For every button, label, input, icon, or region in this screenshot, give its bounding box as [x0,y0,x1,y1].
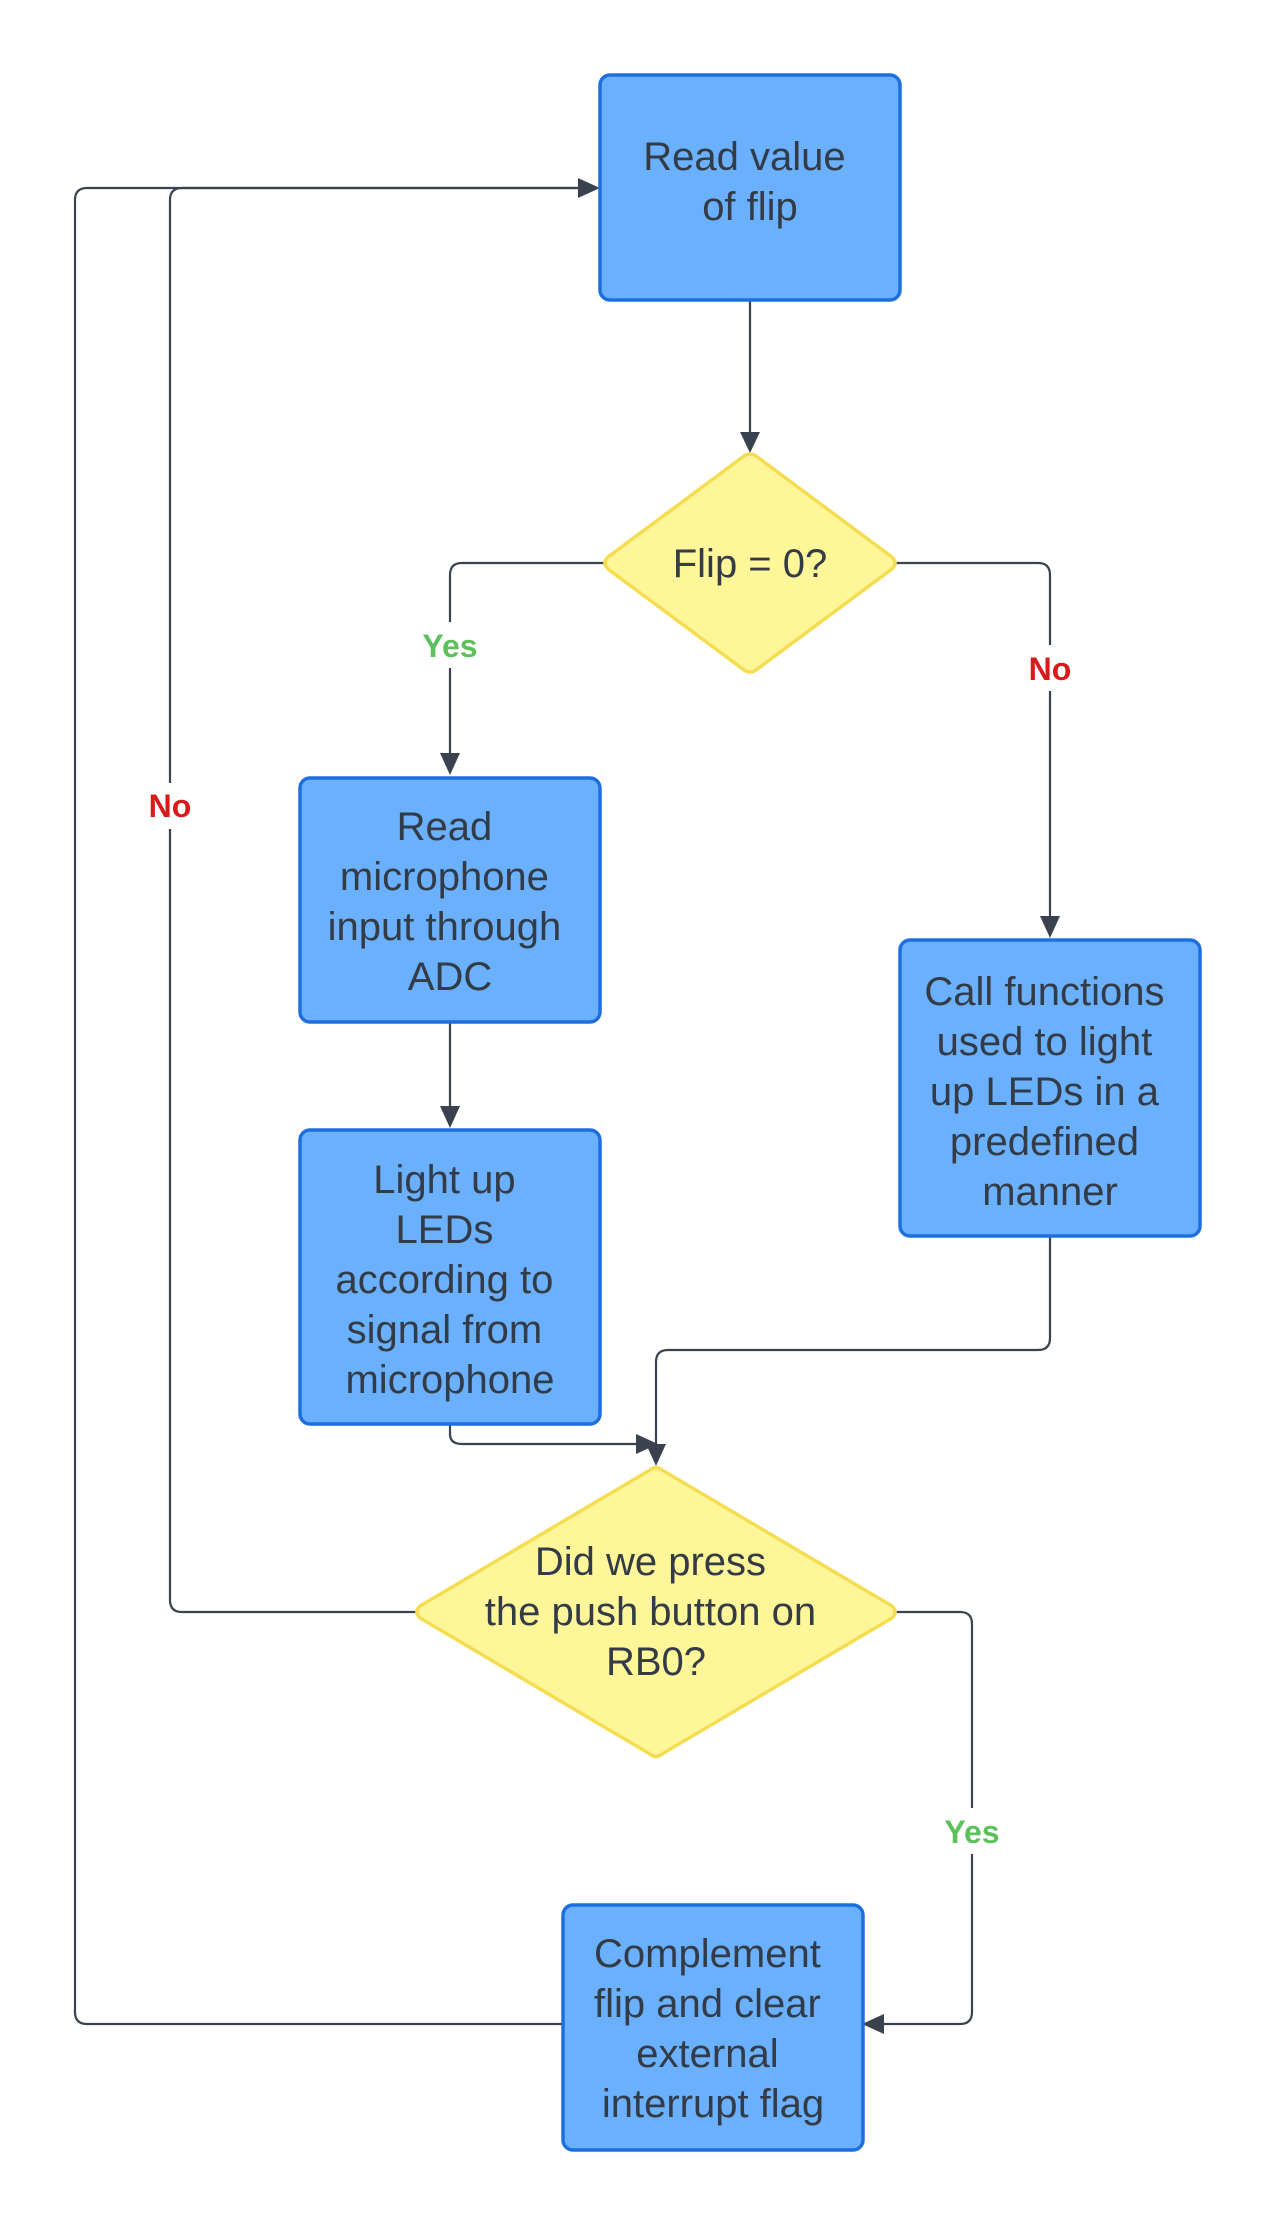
read-flip-line-1: Read value [643,135,845,179]
edge-flip-no [894,561,1052,918]
svg-text:Complement flip and clea: Complement flip and clear external inter… [594,1932,832,2126]
call-functions-line-3: up LEDs in a [930,1070,1160,1114]
edge-call-to-merge [654,1234,1052,1446]
arrowhead-read-mic [440,753,460,775]
read-mic-line-2: microphone [340,855,549,899]
edge-complement-loop [73,186,580,2026]
complement-line-1: Complement [594,1932,821,1976]
read-mic-line-4: ADC [408,955,492,999]
node-call-functions: Call functions used to light up LEDs in … [898,938,1202,1238]
node-flip-check: Flip = 0? [603,452,897,674]
call-functions-line-2: used to light [937,1020,1153,1064]
read-mic-line-3: input through [328,905,562,949]
svg-text:Flip = 0?: Flip = 0? [673,542,828,586]
button-check-line-1: Did we press [535,1540,766,1584]
arrowhead-light-leds [440,1106,460,1128]
light-leds-line-1: Light up [373,1158,515,1202]
svg-text:Did we press the push bu: Did we press the push button on RB0? [485,1540,828,1684]
complement-line-4: interrupt flag [602,2082,824,2126]
light-leds-line-2: LEDs [396,1208,494,1252]
arrowhead-read-flip [578,178,600,198]
light-leds-line-3: according to [335,1258,553,1302]
svg-text:Read value of flip: Read value of flip [643,135,857,229]
complement-line-3: external [636,2032,778,2076]
arrowhead-flip-check [740,432,760,453]
svg-text:Light up LEDs acco: Light up LEDs according to signal from m… [335,1158,564,1402]
edge-flip-yes [448,561,606,755]
arrowhead-call-functions [1040,916,1060,938]
node-button-check: Did we press the push button on RB0? [415,1465,897,1759]
flip-yes-label: Yes [422,628,477,664]
svg-text:Read microphone in: Read microphone input through ADC [328,805,573,999]
node-read-flip: Read value of flip [598,73,902,302]
node-complement: Complement flip and clear external inter… [561,1903,865,2152]
arrowhead-button-check [646,1444,666,1466]
light-leds-line-5: microphone [345,1358,554,1402]
edge-labels: Yes No No Yes [142,622,1078,1854]
flip-no-label: No [1029,651,1072,687]
read-mic-line-1: Read [397,805,493,849]
flip-check-text: Flip = 0? [673,542,828,586]
button-yes-label: Yes [944,1814,999,1850]
button-check-line-2: the push button on [485,1590,816,1634]
button-check-line-3: RB0? [606,1640,706,1684]
read-flip-line-2: of flip [702,185,798,229]
svg-text:Call functions used to l: Call functions used to light up LEDs in … [924,970,1175,1214]
call-functions-line-4: predefined [950,1120,1139,1164]
arrowhead-complement [862,2014,884,2034]
call-functions-line-5: manner [982,1170,1118,1214]
call-functions-line-1: Call functions [924,970,1164,1014]
edge-leds-to-merge [448,1422,638,1446]
light-leds-line-4: signal from [347,1308,543,1352]
button-no-label: No [149,788,192,824]
node-light-leds: Light up LEDs according to signal from m… [298,1128,602,1426]
complement-line-2: flip and clear [594,1982,821,2026]
node-read-microphone: Read microphone input through ADC [298,776,602,1024]
